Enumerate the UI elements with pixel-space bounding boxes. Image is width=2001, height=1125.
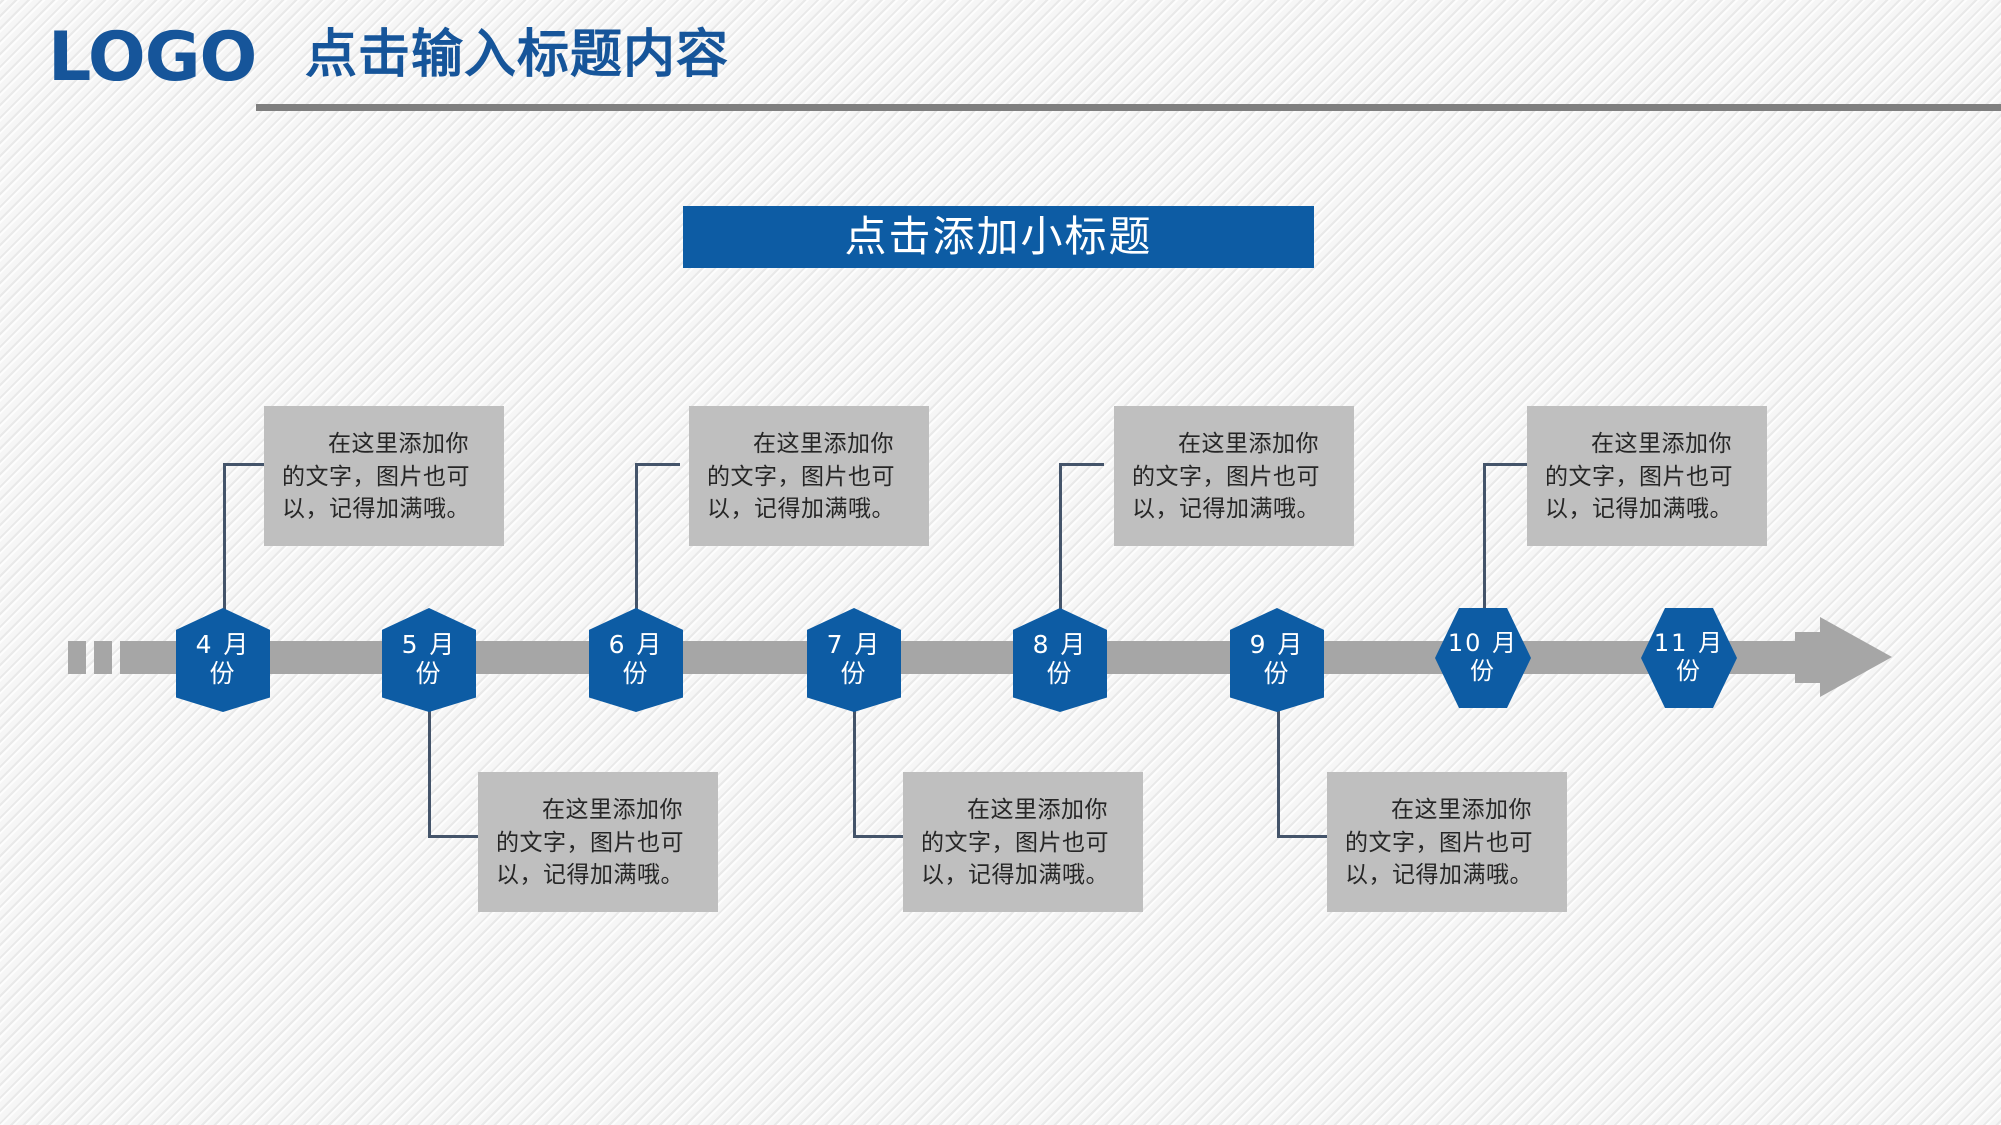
callout-text: 在这里添加你的文字，图片也可以，记得加满哦。 [707,431,895,523]
timeline-node-8[interactable]: 8 月 份 [1013,608,1107,712]
connector-bottom-1 [428,690,478,838]
timeline-node-5[interactable]: 5 月 份 [382,608,476,712]
header-divider [256,104,2001,111]
callout-text: 在这里添加你的文字，图片也可以，记得加满哦。 [496,797,684,889]
callout-text: 在这里添加你的文字，图片也可以，记得加满哦。 [1132,431,1320,523]
callout-top-1[interactable]: 在这里添加你的文字，图片也可以，记得加满哦。 [264,406,504,546]
callout-top-3[interactable]: 在这里添加你的文字，图片也可以，记得加满哦。 [1114,406,1354,546]
timeline-dash-4 [1733,641,1773,674]
timeline-node-10[interactable]: 10 月份 [1435,608,1531,708]
callout-text: 在这里添加你的文字，图片也可以，记得加满哦。 [1545,431,1733,523]
timeline-node-4[interactable]: 4 月 份 [176,608,270,712]
subtitle-banner[interactable]: 点击添加小标题 [683,206,1314,268]
connector-top-1 [223,463,268,625]
timeline-node-11[interactable]: 11 月份 [1641,608,1737,708]
subtitle-label: 点击添加小标题 [844,212,1153,261]
callout-text: 在这里添加你的文字，图片也可以，记得加满哦。 [921,797,1109,889]
logo: LOGO [48,18,257,97]
node-label: 4 月 份 [195,630,251,688]
callout-bottom-3[interactable]: 在这里添加你的文字，图片也可以，记得加满哦。 [1327,772,1567,912]
timeline-dash-2 [94,641,112,674]
page-title: 点击输入标题内容 [305,25,730,85]
callout-top-4[interactable]: 在这里添加你的文字，图片也可以，记得加满哦。 [1527,406,1767,546]
timeline-arrow-icon [1820,617,1892,697]
node-label: 10 月份 [1447,629,1519,685]
timeline-node-9[interactable]: 9 月 份 [1230,608,1324,712]
timeline-dash-1 [68,641,86,674]
connector-bottom-3 [1277,690,1327,838]
callout-bottom-1[interactable]: 在这里添加你的文字，图片也可以，记得加满哦。 [478,772,718,912]
callout-top-2[interactable]: 在这里添加你的文字，图片也可以，记得加满哦。 [689,406,929,546]
connector-bottom-2 [853,690,903,838]
connector-top-4 [1483,463,1528,625]
callout-text: 在这里添加你的文字，图片也可以，记得加满哦。 [282,431,470,523]
node-label: 7 月 份 [826,630,882,688]
node-label: 9 月 份 [1249,630,1305,688]
callout-bottom-2[interactable]: 在这里添加你的文字，图片也可以，记得加满哦。 [903,772,1143,912]
connector-top-3 [1059,463,1104,625]
node-label: 6 月 份 [608,630,664,688]
node-label: 11 月份 [1653,629,1725,685]
connector-top-2 [635,463,680,625]
node-label: 8 月 份 [1032,630,1088,688]
callout-text: 在这里添加你的文字，图片也可以，记得加满哦。 [1345,797,1533,889]
timeline-node-7[interactable]: 7 月 份 [807,608,901,712]
timeline-node-6[interactable]: 6 月 份 [589,608,683,712]
node-label: 5 月 份 [401,630,457,688]
